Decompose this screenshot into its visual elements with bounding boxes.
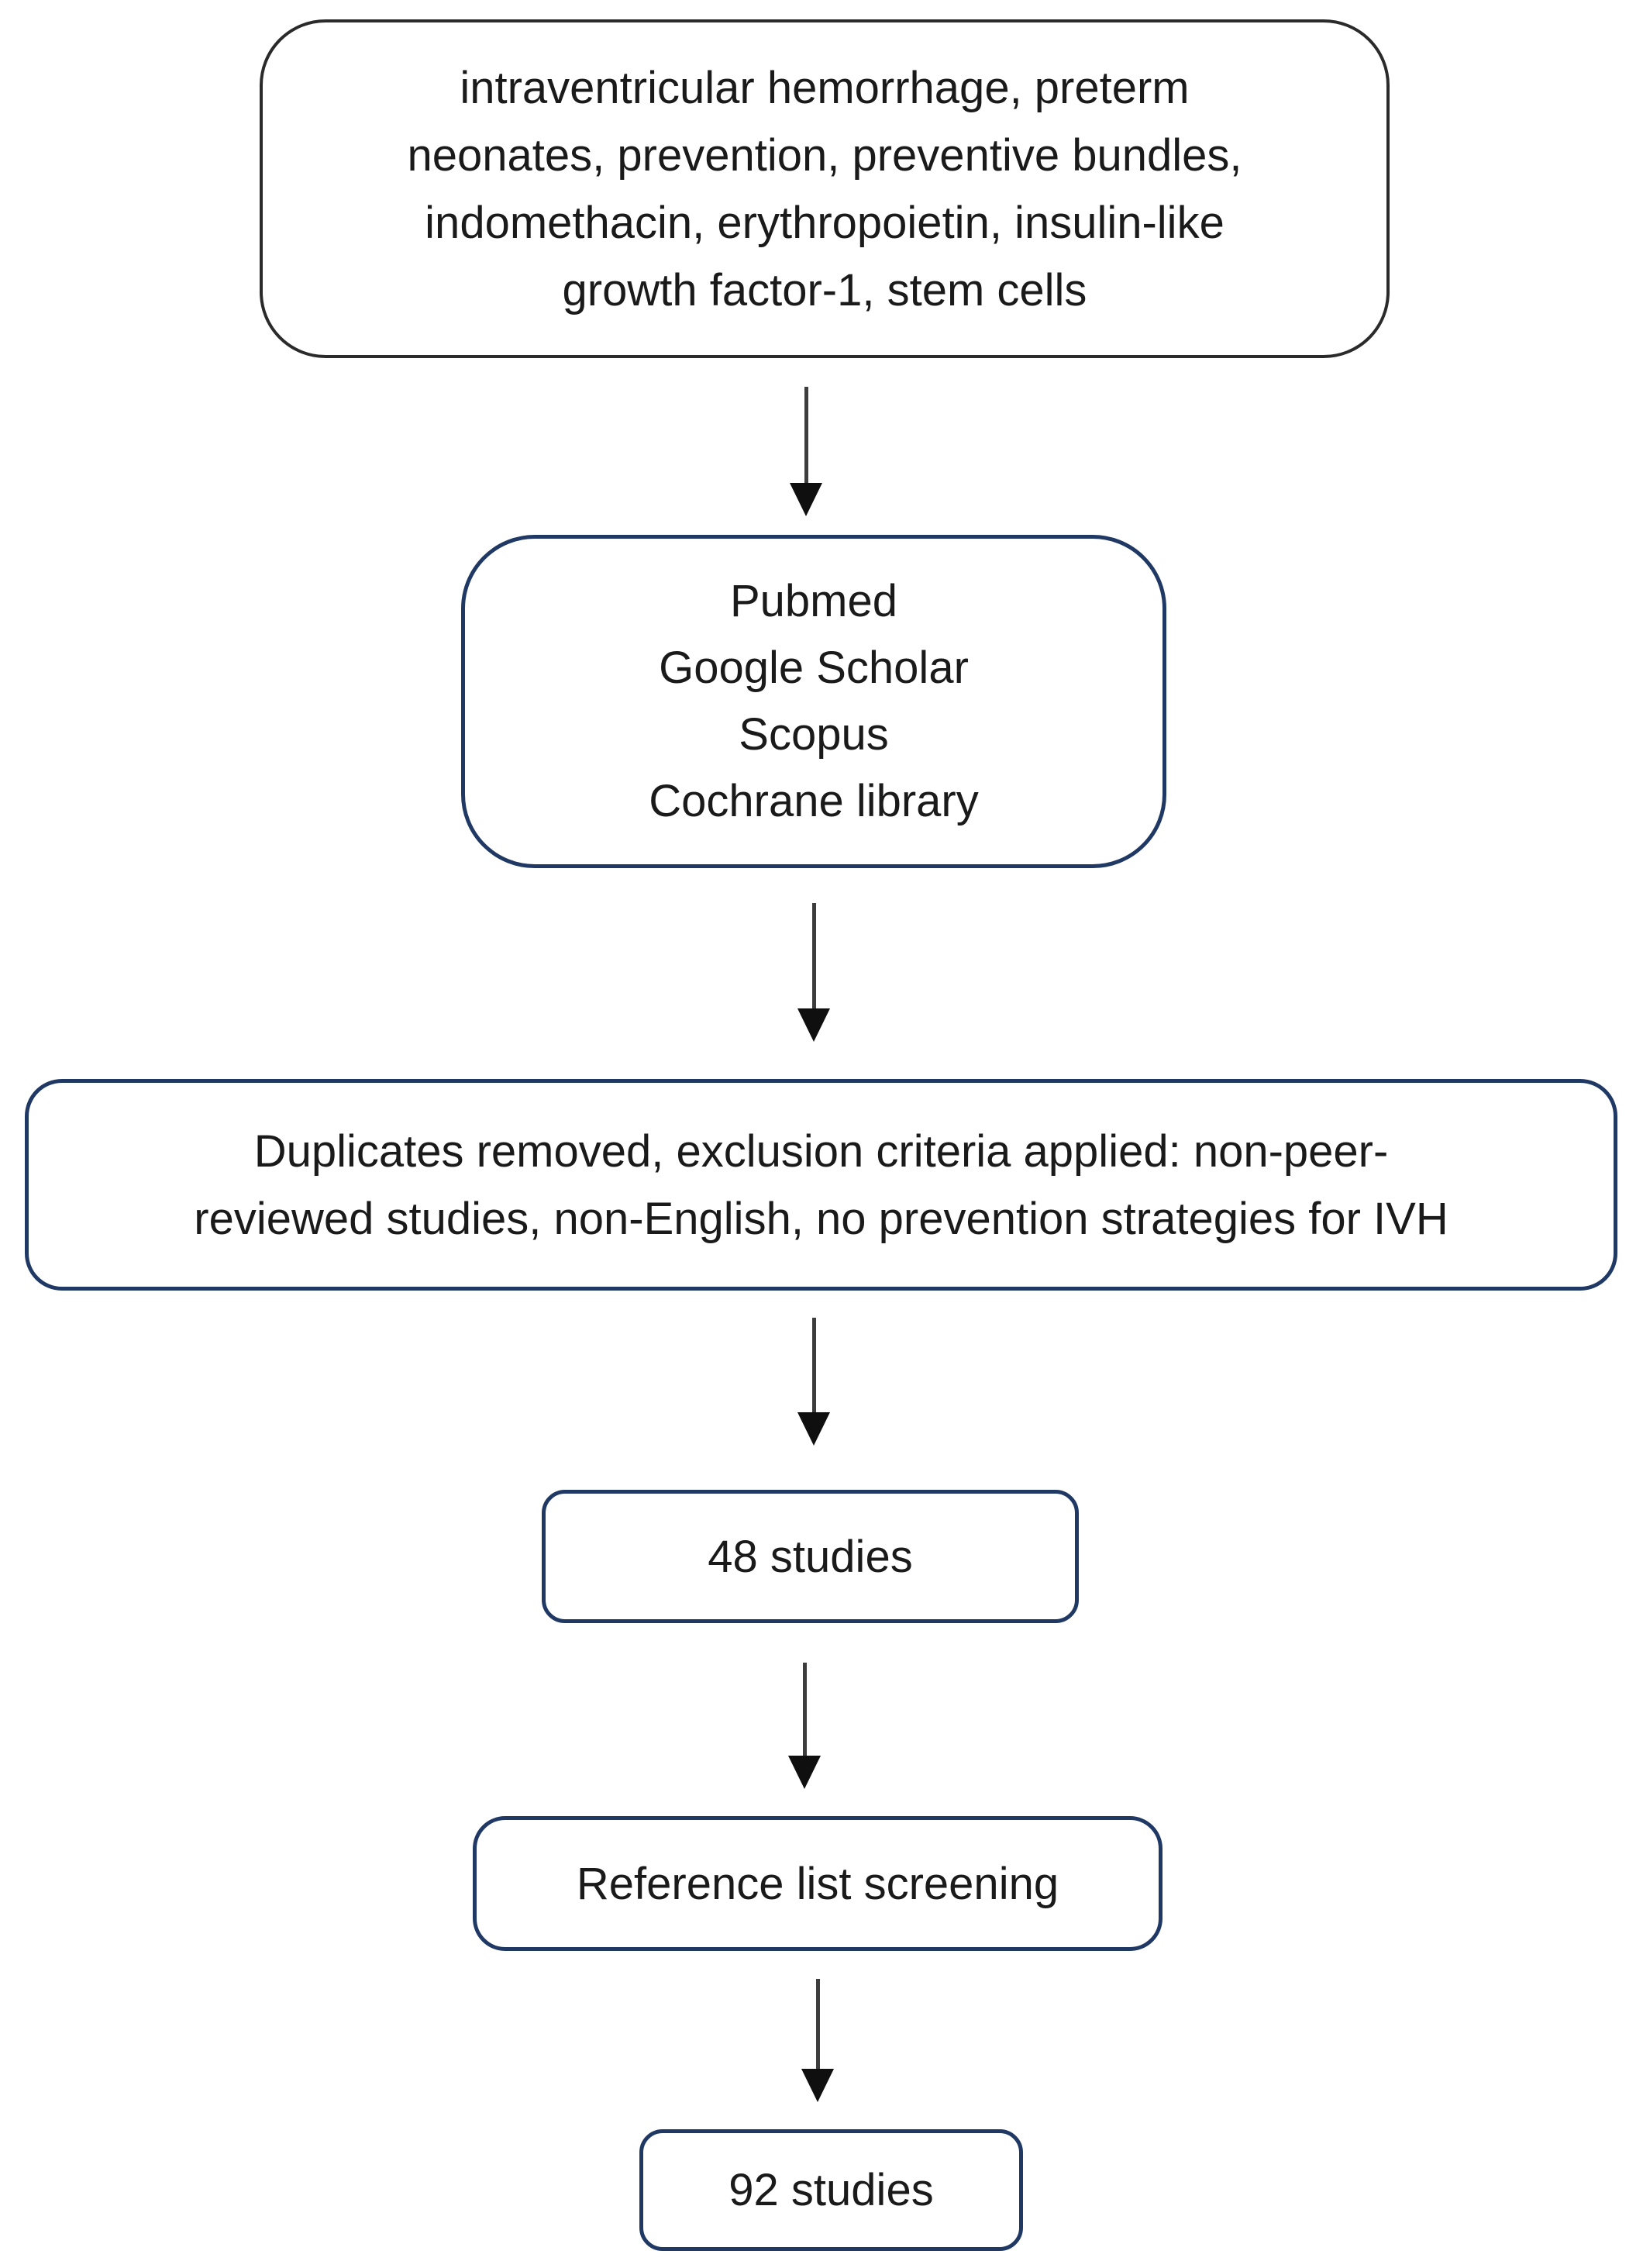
reference-screening-text: Reference list screening bbox=[576, 1858, 1059, 1909]
arrow-shaft bbox=[815, 1979, 820, 2069]
arrow-down-icon bbox=[788, 1756, 821, 1789]
keywords-text-line: indomethacin, erythropoietin, insulin-li… bbox=[425, 197, 1224, 248]
arrow-shaft bbox=[811, 903, 816, 1008]
keywords-text-line: intraventricular hemorrhage, preterm bbox=[460, 62, 1190, 113]
database-name: Google Scholar bbox=[659, 643, 969, 693]
arrow-down-icon bbox=[801, 2069, 834, 2102]
arrow-shaft bbox=[802, 1663, 807, 1756]
keywords-text-line: neonates, prevention, preventive bundles… bbox=[407, 129, 1242, 181]
arrow-down-icon bbox=[797, 1008, 830, 1042]
database-name: Scopus bbox=[739, 709, 889, 760]
database-name: Cochrane library bbox=[649, 776, 979, 826]
flow-arrow-databases-to-exclusion bbox=[797, 903, 831, 1042]
studies-48-text: 48 studies bbox=[708, 1531, 913, 1582]
studies-92-text: 92 studies bbox=[728, 2165, 934, 2215]
exclusion-text-line: Duplicates removed, exclusion criteria a… bbox=[253, 1125, 1389, 1177]
flow-arrow-keywords-to-databases bbox=[789, 387, 823, 516]
studies-48-box: 48 studies bbox=[542, 1490, 1079, 1623]
exclusion-text-line: reviewed studies, non-English, no preven… bbox=[194, 1193, 1448, 1244]
keywords-box: intraventricular hemorrhage, preterm neo… bbox=[260, 19, 1390, 358]
flow-arrow-reference-to-studies92 bbox=[801, 1979, 835, 2102]
arrow-down-icon bbox=[790, 483, 822, 516]
flow-arrow-studies48-to-reference bbox=[787, 1663, 822, 1789]
studies-92-box: 92 studies bbox=[639, 2129, 1023, 2251]
databases-box: Pubmed Google Scholar Scopus Cochrane li… bbox=[461, 535, 1166, 868]
arrow-shaft bbox=[804, 387, 808, 483]
database-name: Pubmed bbox=[729, 576, 898, 626]
flow-arrow-exclusion-to-studies48 bbox=[797, 1318, 831, 1446]
arrow-down-icon bbox=[797, 1412, 830, 1446]
exclusion-criteria-box: Duplicates removed, exclusion criteria a… bbox=[25, 1079, 1617, 1291]
keywords-text-line: growth factor-1, stem cells bbox=[562, 264, 1087, 315]
reference-list-screening-box: Reference list screening bbox=[473, 1816, 1162, 1951]
arrow-shaft bbox=[811, 1318, 816, 1412]
